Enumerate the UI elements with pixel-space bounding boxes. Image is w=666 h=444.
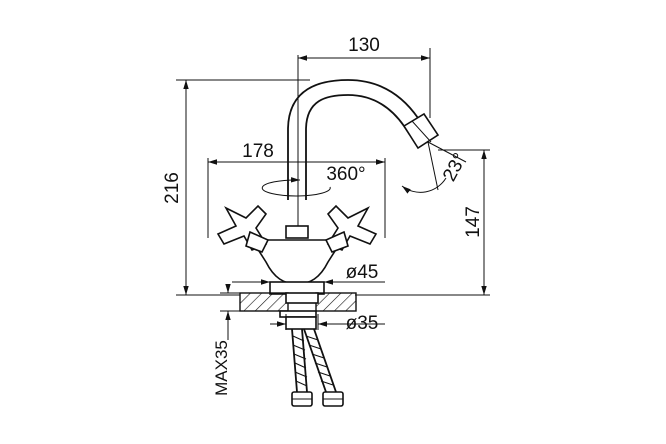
max-thickness-label: MAX35 bbox=[212, 340, 231, 396]
hole-diameter-label: ø35 bbox=[346, 313, 379, 334]
base-diameter-label: ø45 bbox=[346, 262, 379, 283]
faucet-spout bbox=[287, 79, 440, 200]
mounting-surface bbox=[220, 292, 357, 318]
dimension-max-thickness: MAX35 bbox=[212, 284, 231, 396]
left-handle-cross bbox=[216, 204, 270, 254]
rotation-indicator: 360° bbox=[261, 164, 366, 197]
angle-label: 23° bbox=[439, 150, 471, 185]
faucet-body bbox=[250, 225, 344, 295]
dimension-spout-height: 147 bbox=[355, 149, 490, 296]
dimension-total-height: 216 bbox=[162, 79, 310, 296]
dimension-hole-diameter: ø35 bbox=[270, 313, 385, 334]
spout-height-label: 147 bbox=[463, 206, 484, 238]
dimension-spout-reach: 130 bbox=[297, 35, 431, 232]
right-handle-cross bbox=[324, 204, 378, 254]
rotation-label: 360° bbox=[326, 164, 365, 185]
spout-reach-label: 130 bbox=[348, 35, 380, 56]
total-height-label: 216 bbox=[162, 172, 183, 204]
supply-hoses bbox=[285, 316, 344, 407]
handle-span-label: 178 bbox=[242, 141, 274, 162]
dimension-handle-span: 178 bbox=[207, 141, 386, 238]
dimension-base-diameter: ø45 bbox=[232, 262, 385, 285]
